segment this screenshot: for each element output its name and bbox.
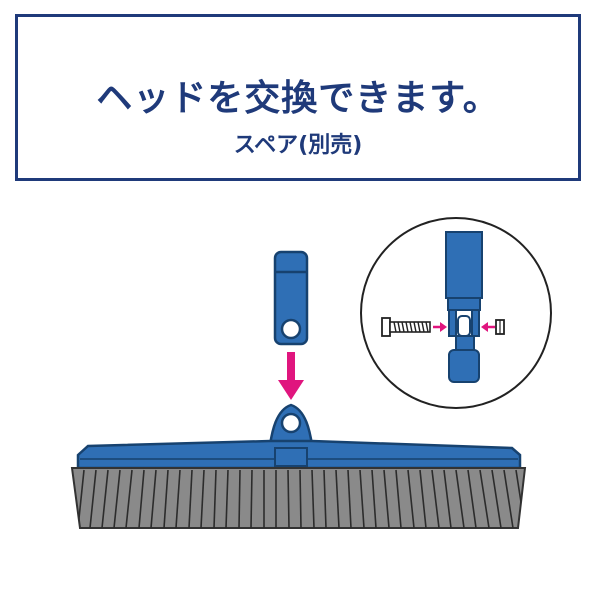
handle-connector xyxy=(273,250,309,346)
broom-bristles xyxy=(70,467,527,529)
down-arrow-icon xyxy=(278,352,304,400)
detail-magnifier-circle xyxy=(360,217,552,409)
left-arrow-icon xyxy=(481,322,495,332)
title-box: ヘッドを交換できます。 スペア(別売) xyxy=(15,14,581,181)
nut-icon xyxy=(495,319,505,335)
page-subtitle: スペア(別売) xyxy=(233,133,363,158)
page-title: ヘッドを交換できます。 xyxy=(96,78,500,119)
right-arrow-icon xyxy=(433,322,447,332)
bolt-icon xyxy=(381,317,431,337)
broom-head xyxy=(76,403,522,470)
